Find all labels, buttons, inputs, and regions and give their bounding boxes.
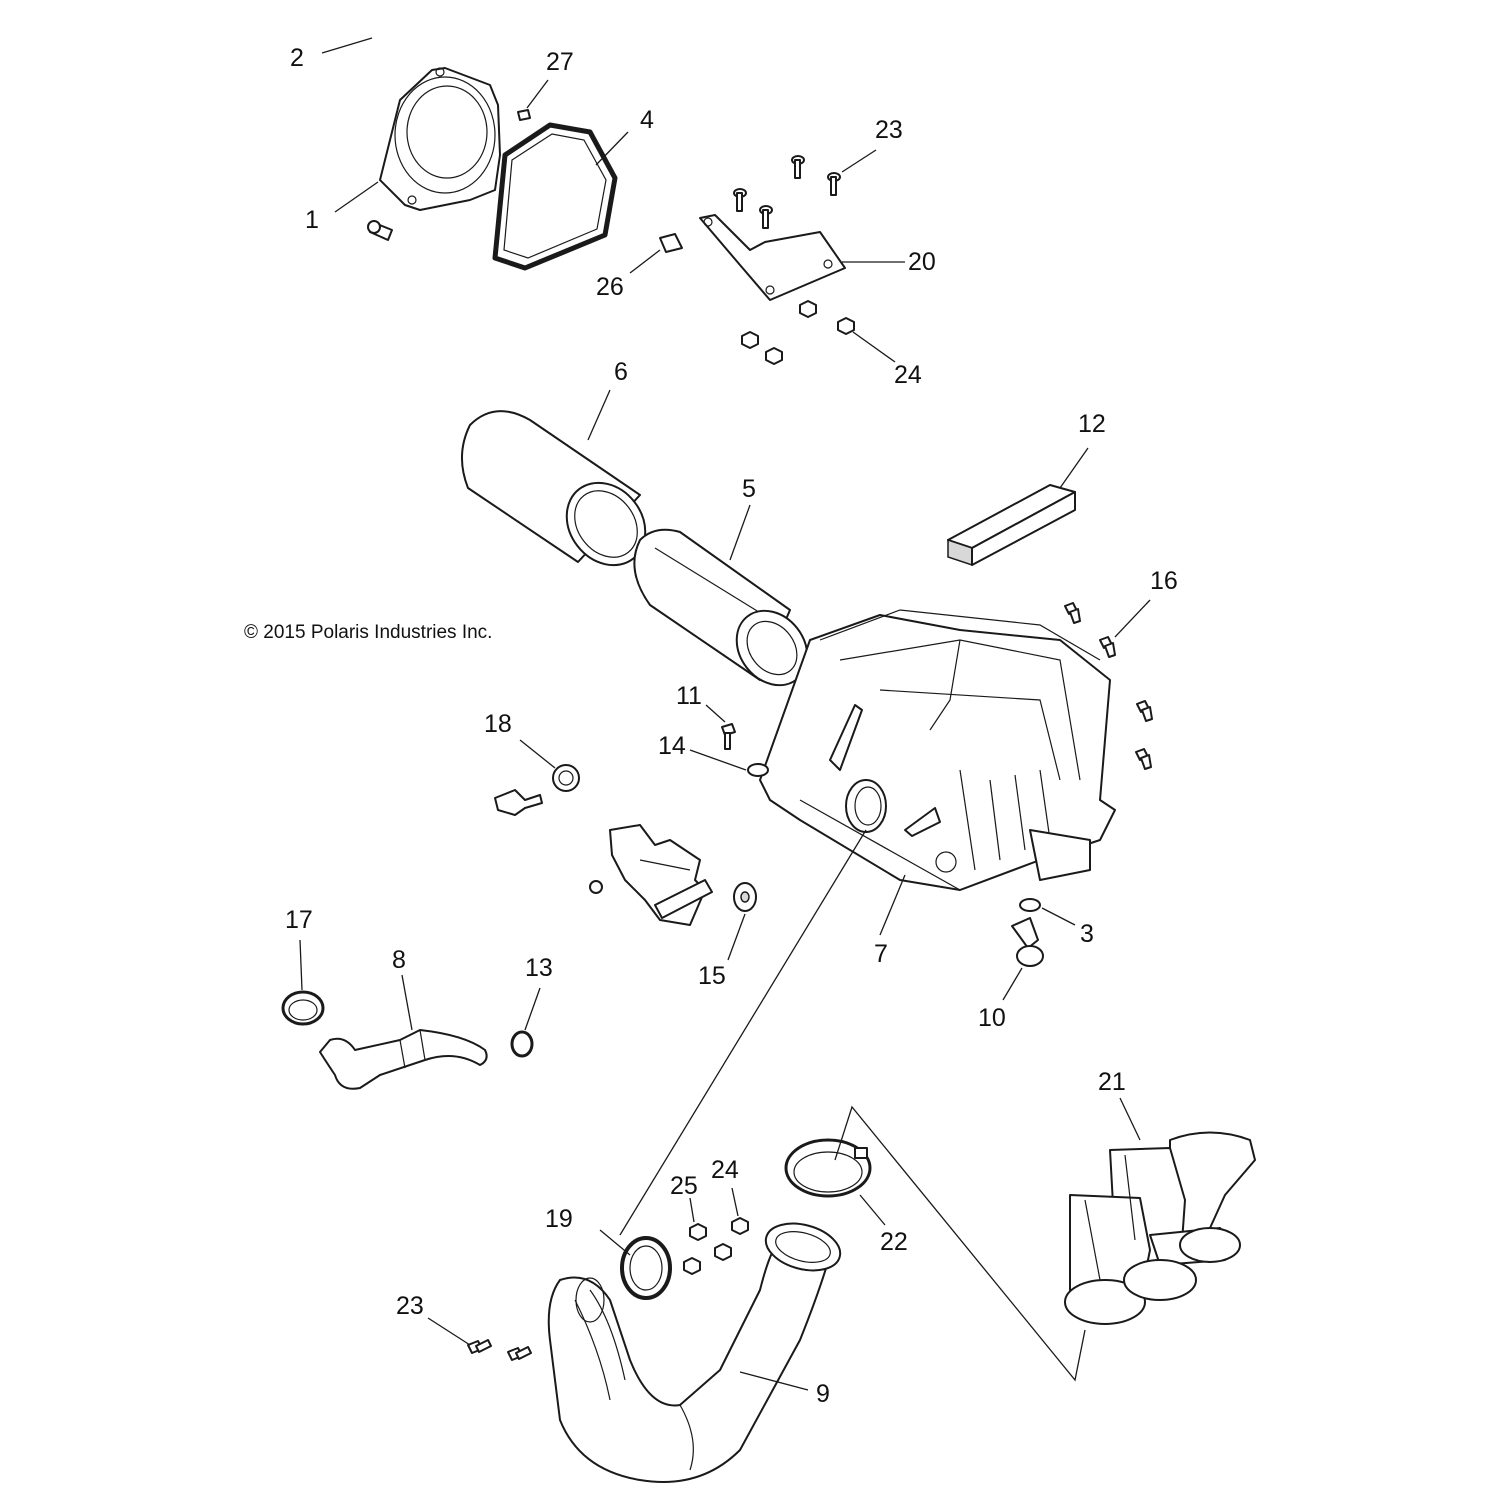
part-filter-5 <box>633 528 809 687</box>
part-bolt-11 <box>721 723 736 750</box>
callout-17: 17 <box>285 906 313 934</box>
part-clip-27 <box>517 109 531 121</box>
part-duct-21 <box>1064 1131 1256 1325</box>
part-grommet-15 <box>733 882 757 912</box>
part-bracket-20 <box>699 214 846 301</box>
callout-24-lower: 24 <box>711 1156 739 1184</box>
callout-13: 13 <box>525 954 553 982</box>
part-clamp-13 <box>510 1030 534 1058</box>
part-nuts-lower <box>683 1217 749 1275</box>
callout-5: 5 <box>742 475 756 503</box>
callout-8: 8 <box>392 946 406 974</box>
copyright-notice: © 2015 Polaris Industries Inc. <box>244 622 492 643</box>
part-tube-9 <box>547 1222 842 1483</box>
callout-19: 19 <box>545 1205 573 1233</box>
part-oring-3 <box>1019 898 1041 912</box>
part-hose-8 <box>319 1029 488 1090</box>
callout-7: 7 <box>874 940 888 968</box>
callout-16: 16 <box>1150 567 1178 595</box>
leader-lines <box>299 37 1151 1391</box>
part-clip-26 <box>659 233 683 253</box>
part-airbox-7 <box>759 609 1116 891</box>
callout-9: 9 <box>816 1380 830 1408</box>
callout-15: 15 <box>698 962 726 990</box>
callout-3: 3 <box>1080 920 1094 948</box>
callout-1: 1 <box>305 206 319 234</box>
part-bolts-16 <box>1064 602 1153 770</box>
callout-6: 6 <box>614 358 628 386</box>
part-bolts-23-upper <box>733 155 841 229</box>
part-gasket-4 <box>492 122 618 271</box>
part-nuts-24-upper <box>741 300 855 365</box>
callout-4: 4 <box>640 106 654 134</box>
part-drain-10 <box>1011 917 1044 967</box>
callout-2: 2 <box>290 44 304 72</box>
part-bolts-23-lower <box>467 1339 532 1361</box>
part-valve-assembly <box>589 824 713 926</box>
part-connector <box>494 789 543 816</box>
callout-24-upper: 24 <box>894 361 922 389</box>
part-prefilter-6 <box>460 410 647 567</box>
callout-10: 10 <box>978 1004 1006 1032</box>
callout-21: 21 <box>1098 1068 1126 1096</box>
part-screw-2 <box>367 220 393 241</box>
part-washer-14 <box>747 763 769 777</box>
callout-23-upper: 23 <box>875 116 903 144</box>
callout-11: 11 <box>676 682 702 710</box>
callout-23-lower: 23 <box>396 1292 424 1320</box>
callout-18: 18 <box>484 710 512 738</box>
callout-12: 12 <box>1078 410 1106 438</box>
part-grommet-18 <box>552 764 580 792</box>
part-foam-12 <box>947 484 1076 567</box>
callout-25: 25 <box>670 1172 698 1200</box>
callout-27: 27 <box>546 48 574 76</box>
callout-14: 14 <box>658 732 686 760</box>
part-coupler-19 <box>620 1236 672 1300</box>
callout-labels: 1 2 3 4 5 6 7 8 9 10 11 12 13 14 15 16 1… <box>285 44 1178 1408</box>
callout-26: 26 <box>596 273 624 301</box>
callout-22: 22 <box>880 1228 908 1256</box>
part-clamp-22 <box>784 1138 872 1198</box>
part-plate-1 <box>379 67 501 211</box>
callout-20: 20 <box>908 248 936 276</box>
part-clamp-17 <box>281 990 325 1026</box>
